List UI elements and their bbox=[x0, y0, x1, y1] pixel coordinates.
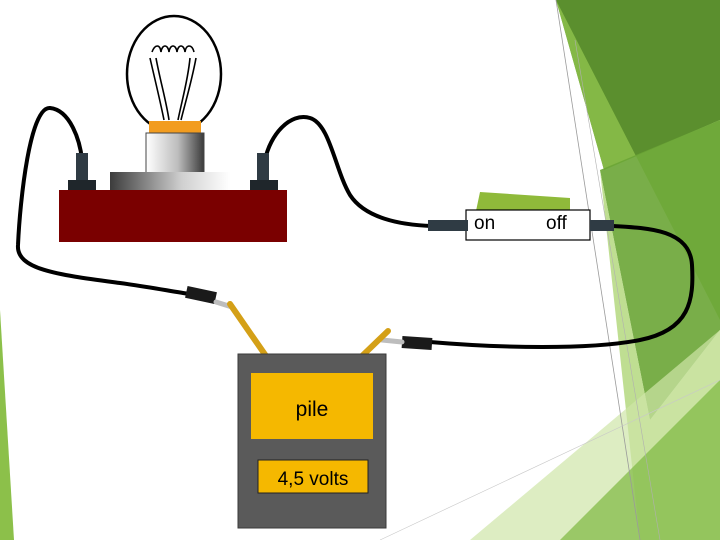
right-plug bbox=[359, 328, 433, 359]
switch-lever bbox=[476, 192, 570, 211]
battery-label-panel bbox=[251, 373, 373, 439]
battery-voltage: 4,5 volts bbox=[277, 469, 349, 490]
battery-icon bbox=[237, 353, 387, 529]
switch-off-label: off bbox=[546, 213, 567, 234]
wire-bulb-right bbox=[263, 115, 434, 228]
terminal-icon bbox=[68, 153, 278, 190]
wire-switch-right bbox=[428, 224, 695, 349]
switch-on-label: on bbox=[474, 213, 496, 234]
left-plug bbox=[185, 286, 269, 359]
filament-icon bbox=[149, 45, 197, 121]
circuit-base bbox=[59, 190, 287, 242]
wire-bulb-left bbox=[16, 106, 192, 296]
light-bulb-icon bbox=[110, 14, 230, 190]
switch-body bbox=[465, 209, 591, 241]
wires bbox=[16, 106, 695, 349]
battery-label: pile bbox=[295, 398, 329, 421]
battery-voltage-panel bbox=[257, 459, 369, 494]
switch-icon[interactable] bbox=[428, 192, 614, 241]
